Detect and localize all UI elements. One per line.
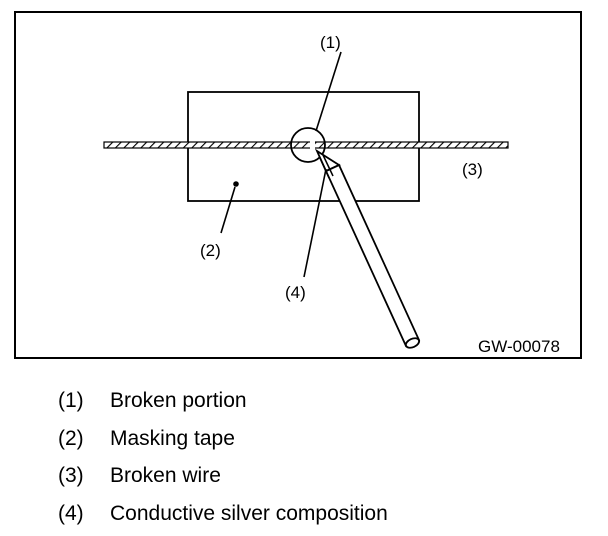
- legend-label: Broken wire: [110, 464, 221, 487]
- legend-item: (2)Masking tape: [58, 424, 388, 462]
- legend-item: (3)Broken wire: [58, 461, 388, 499]
- wire-break-gap: [310, 141, 315, 149]
- legend-number: (4): [58, 499, 110, 529]
- figure-id: GW-00078: [478, 337, 560, 356]
- legend-label: Masking tape: [110, 427, 235, 450]
- callout-4: (4): [285, 283, 306, 302]
- broken-wire: [104, 142, 508, 148]
- legend: (1)Broken portion (2)Masking tape (3)Bro…: [58, 386, 388, 536]
- callout-1: (1): [320, 33, 341, 52]
- callout-2: (2): [200, 241, 221, 260]
- legend-item: (4)Conductive silver composition: [58, 499, 388, 536]
- legend-label: Conductive silver composition: [110, 502, 388, 525]
- legend-number: (3): [58, 461, 110, 491]
- legend-label: Broken portion: [110, 389, 247, 412]
- repair-diagram: (1) (2) (3) (4) GW-00078: [14, 11, 584, 361]
- masking-tape-point: [233, 181, 239, 187]
- legend-number: (1): [58, 386, 110, 416]
- callout-3: (3): [462, 160, 483, 179]
- legend-item: (1)Broken portion: [58, 386, 388, 424]
- legend-number: (2): [58, 424, 110, 454]
